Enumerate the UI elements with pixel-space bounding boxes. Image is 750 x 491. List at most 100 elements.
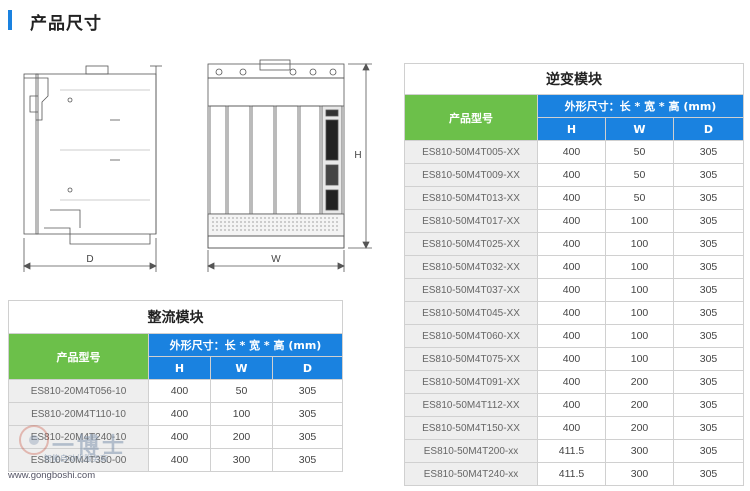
dimension-cell: 100	[605, 347, 674, 371]
dimension-cell: 400	[537, 255, 606, 279]
dimension-cell: 305	[673, 324, 744, 348]
dimension-cell: 305	[673, 140, 744, 164]
section-title: 产品尺寸	[30, 14, 102, 34]
dimension-cell: 305	[673, 255, 744, 279]
inverter-model-header: 产品型号	[404, 94, 538, 141]
side-dimension-label: D	[86, 254, 93, 265]
dimension-cell: 200	[605, 393, 674, 417]
front-dimension-line	[207, 250, 345, 272]
dimension-cell: 305	[673, 301, 744, 325]
dimension-cell: 50	[605, 186, 674, 210]
model-cell: ES810-50M4T013-XX	[404, 186, 538, 210]
dimension-cell: 400	[537, 393, 606, 417]
dimension-cell: 100	[210, 402, 273, 426]
dimension-cell: 50	[605, 140, 674, 164]
rectifier-dim-header: 外形尺寸：长 * 宽 * 高 (mm)	[148, 333, 343, 357]
model-cell: ES810-50M4T075-XX	[404, 347, 538, 371]
model-cell: ES810-50M4T025-XX	[404, 232, 538, 256]
dimension-cell: 100	[605, 232, 674, 256]
dimension-cell: 400	[537, 186, 606, 210]
watermark-brand: 一博士	[52, 433, 128, 459]
dimension-cell: 300	[210, 448, 273, 472]
dimension-cell: 305	[272, 402, 343, 426]
inverter-dim-header: 外形尺寸：长 * 宽 * 高 (mm)	[537, 94, 744, 118]
dimension-cell: 400	[537, 370, 606, 394]
watermark-tagline: 智能自动化服务商	[44, 454, 108, 463]
dimension-cell: 400	[537, 416, 606, 440]
side-view-drawing	[23, 65, 162, 245]
dimension-cell: 50	[605, 163, 674, 187]
dimension-cell: 305	[673, 439, 744, 463]
dimension-cell: 305	[272, 379, 343, 403]
dimension-cell: 100	[605, 324, 674, 348]
model-cell: ES810-50M4T045-XX	[404, 301, 538, 325]
dimension-cell: 305	[673, 370, 744, 394]
dimension-cell: 50	[210, 379, 273, 403]
dimension-cell: 100	[605, 278, 674, 302]
rectifier-table: 整流模块 产品型号 外形尺寸：长 * 宽 * 高 (mm) H W D ES81…	[8, 300, 343, 472]
dimension-cell: 300	[605, 439, 674, 463]
rectifier-col-h: H	[148, 356, 211, 380]
inverter-col-h: H	[537, 117, 606, 141]
watermark-url: www.gongboshi.com	[8, 470, 96, 481]
model-cell: ES810-20M4T240-10	[8, 425, 149, 449]
dimension-cell: 100	[605, 301, 674, 325]
dimension-cell: 411.5	[537, 439, 606, 463]
model-cell: ES810-50M4T009-XX	[404, 163, 538, 187]
model-cell: ES810-20M4T056-10	[8, 379, 149, 403]
dimension-cell: 400	[537, 278, 606, 302]
dimension-cell: 400	[148, 425, 211, 449]
dimension-cell: 200	[605, 370, 674, 394]
model-cell: ES810-50M4T060-XX	[404, 324, 538, 348]
dimension-cell: 305	[673, 186, 744, 210]
dimension-cell: 305	[673, 209, 744, 233]
rectifier-model-header: 产品型号	[8, 333, 149, 380]
model-cell: ES810-20M4T350-00	[8, 448, 149, 472]
inverter-table: 逆变模块 产品型号 外形尺寸：长 * 宽 * 高 (mm) H W D ES81…	[404, 63, 744, 486]
dimension-cell: 400	[537, 163, 606, 187]
dimension-cell: 305	[673, 163, 744, 187]
dimension-cell: 100	[605, 209, 674, 233]
dimension-cell: 305	[673, 278, 744, 302]
dimension-cell: 305	[272, 425, 343, 449]
model-cell: ES810-50M4T037-XX	[404, 278, 538, 302]
model-cell: ES810-50M4T200-xx	[404, 439, 538, 463]
dimension-cell: 400	[537, 324, 606, 348]
dimension-cell: 305	[673, 232, 744, 256]
model-cell: ES810-50M4T112-XX	[404, 393, 538, 417]
dimension-cell: 400	[148, 402, 211, 426]
height-dimension-line	[348, 63, 372, 249]
front-view-drawing	[207, 59, 345, 249]
rectifier-col-w: W	[210, 356, 273, 380]
dimension-drawings: D W H	[23, 59, 372, 272]
model-cell: ES810-50M4T150-XX	[404, 416, 538, 440]
inverter-table-title: 逆变模块	[404, 63, 744, 95]
model-cell: ES810-20M4T110-10	[8, 402, 149, 426]
dimension-cell: 300	[605, 462, 674, 486]
model-cell: ES810-50M4T091-XX	[404, 370, 538, 394]
dimension-cell: 411.5	[537, 462, 606, 486]
dimension-cell: 200	[210, 425, 273, 449]
dimension-cell: 400	[537, 347, 606, 371]
inverter-col-w: W	[605, 117, 674, 141]
section-accent-bar	[8, 10, 12, 30]
dimension-cell: 305	[673, 393, 744, 417]
dimension-cell: 305	[673, 416, 744, 440]
